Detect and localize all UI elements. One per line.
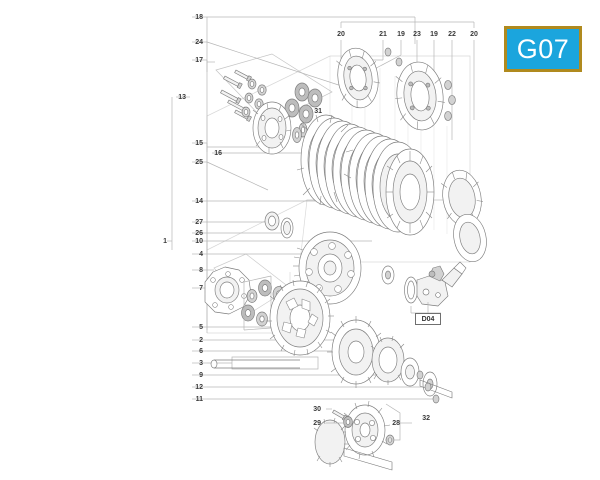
callout-18: 18 xyxy=(195,14,203,21)
callout-13: 13 xyxy=(178,94,186,101)
callout-20-right: 20 xyxy=(470,31,478,38)
callout-14: 14 xyxy=(195,198,203,205)
callout-4: 4 xyxy=(199,251,203,258)
callout-19-left: 19 xyxy=(397,31,405,38)
callout-28: 28 xyxy=(392,420,400,427)
callout-25: 25 xyxy=(195,159,203,166)
callout-7: 7 xyxy=(199,285,203,292)
clutch-basket xyxy=(266,279,334,357)
callout-16: 16 xyxy=(214,150,222,157)
callout-23: 23 xyxy=(413,31,421,38)
spring-cam-plate xyxy=(204,253,291,331)
misc-small-parts xyxy=(416,370,440,404)
callout-15: 15 xyxy=(195,140,203,147)
oil-pump-gear-group xyxy=(313,400,412,471)
callout-22: 22 xyxy=(448,31,456,38)
callout-9: 9 xyxy=(199,372,203,379)
friction-plate-samples xyxy=(336,47,487,263)
page-code-badge: G07 xyxy=(504,26,582,72)
callout-10: 10 xyxy=(195,238,203,245)
hardware-kit-group xyxy=(215,53,333,125)
part-washer xyxy=(381,265,395,285)
clutch-hub xyxy=(252,101,315,155)
callout-30: 30 xyxy=(313,406,321,413)
callout-2: 2 xyxy=(199,337,203,344)
callout-21: 21 xyxy=(379,31,387,38)
callout-26: 26 xyxy=(195,230,203,237)
callout-31: 31 xyxy=(314,108,322,115)
primary-gear-train xyxy=(210,316,453,399)
callout-19-right: 19 xyxy=(430,31,438,38)
callout-24: 24 xyxy=(195,39,203,46)
part-31-bearing xyxy=(292,127,302,143)
callout-3: 3 xyxy=(199,360,203,367)
clutch-slave-cylinder xyxy=(404,261,467,314)
callout-17: 17 xyxy=(195,57,203,64)
callout-11: 11 xyxy=(195,396,203,403)
callout-12: 12 xyxy=(195,384,203,391)
callout-29: 29 xyxy=(313,420,321,427)
reference-box-d04[interactable]: D04 xyxy=(415,313,441,325)
callout-1: 1 xyxy=(163,238,167,245)
clutch-plate-stack xyxy=(292,110,435,236)
callout-6: 6 xyxy=(199,348,203,355)
callout-5: 5 xyxy=(199,324,203,331)
washers-seals-group xyxy=(264,211,395,285)
callout-20-left: 20 xyxy=(337,31,345,38)
callout-8: 8 xyxy=(199,267,203,274)
callout-27: 27 xyxy=(195,219,203,226)
callout-32: 32 xyxy=(422,415,430,422)
